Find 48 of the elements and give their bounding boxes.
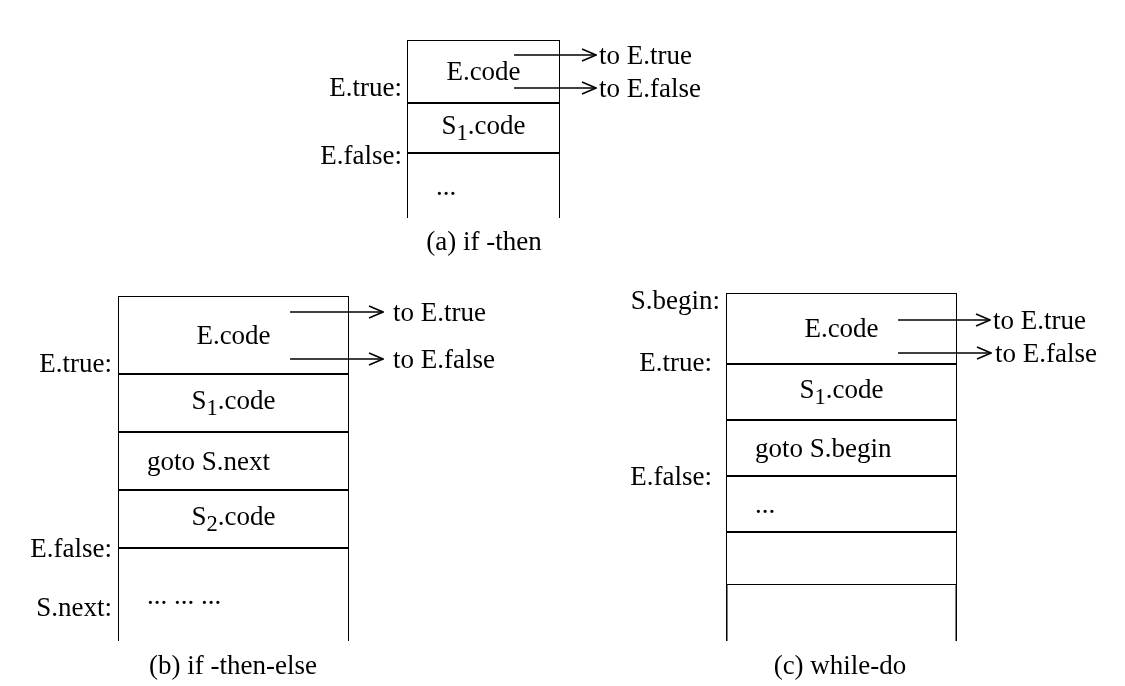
arrow — [513, 48, 597, 62]
code-block — [407, 103, 560, 153]
code-label: ... — [436, 170, 457, 202]
address-label: E.false: — [630, 461, 712, 491]
code-block — [407, 153, 560, 218]
code-label: S$_{1}$.code — [191, 384, 276, 422]
code-label: E.code — [804, 313, 879, 344]
code-block — [118, 490, 349, 548]
code-block — [118, 374, 349, 432]
jump-target-label: to E.false — [599, 73, 701, 103]
address-label: E.false: — [320, 140, 402, 170]
code-block — [726, 293, 957, 364]
code-label: ... ... ... — [147, 579, 222, 611]
code-block — [726, 420, 957, 476]
code-label: S$_{2}$.code — [191, 500, 276, 538]
jump-target-label: to E.true — [993, 305, 1086, 335]
jump-target-label: to E.false — [995, 338, 1097, 368]
address-label: E.false: — [30, 533, 112, 563]
figure-caption: (a) if -then — [426, 226, 542, 256]
jump-target-label: to E.true — [393, 297, 486, 327]
address-label: E.true: — [639, 347, 712, 377]
empty-code-row — [726, 532, 957, 585]
code-block — [118, 548, 349, 641]
figure-caption: (b) if -then-else — [149, 650, 317, 680]
address-label: S.next: — [36, 592, 112, 622]
jump-target-label: to E.true — [599, 40, 692, 70]
arrow — [289, 305, 384, 319]
code-label: goto S.next — [147, 445, 270, 477]
address-label: E.true: — [39, 348, 112, 378]
address-label: S.begin: — [630, 285, 720, 315]
code-label: S$_{1}$.code — [441, 109, 526, 147]
code-label: E.code — [446, 56, 521, 87]
figure-caption: (c) while-do — [773, 650, 907, 680]
arrow — [513, 81, 597, 95]
code-block — [726, 476, 957, 532]
arrow — [897, 313, 991, 327]
code-label: goto S.begin — [755, 432, 892, 464]
code-label: ... — [755, 488, 776, 520]
code-block — [118, 296, 349, 374]
arrow — [897, 346, 992, 360]
code-label: S$_{1}$.code — [799, 373, 884, 411]
code-block — [118, 432, 349, 490]
jump-target-label: to E.false — [393, 344, 495, 374]
code-block — [407, 40, 560, 103]
arrow — [289, 352, 384, 366]
code-label: E.code — [196, 319, 271, 351]
address-label: E.true: — [329, 72, 402, 102]
code-block — [726, 364, 957, 420]
